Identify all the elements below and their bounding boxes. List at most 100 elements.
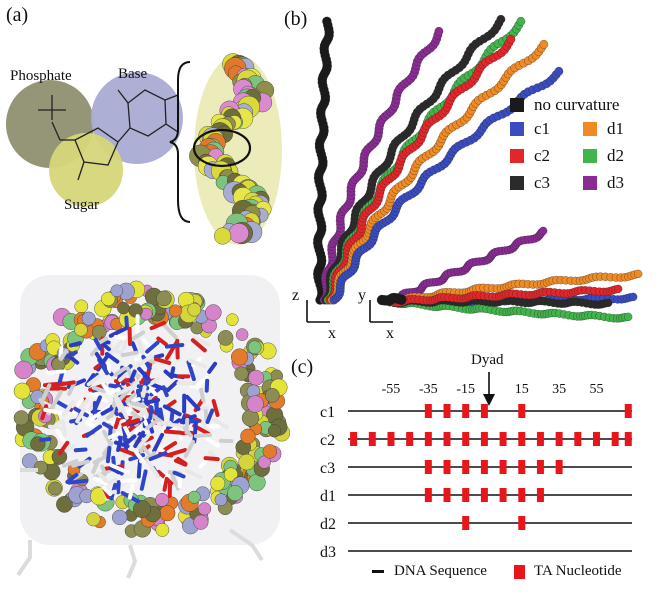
legend-label: c2 [534,146,551,165]
panel-label-b: (b) [284,8,308,30]
residue-stick [62,459,79,468]
atom-sphere [226,313,239,326]
curly-brace [169,61,191,223]
atom-sphere [240,428,256,444]
residue-stick [113,394,123,413]
space-fill-atoms [189,53,275,245]
residue-stick [203,408,209,423]
molecule-skeleton [38,89,179,181]
legend-swatch [583,176,597,190]
residue-stick [199,387,206,403]
ta-nucleotide-marker [443,488,451,502]
residue-stick [207,361,218,374]
residue-stick [211,417,229,430]
residue-stick [101,485,113,497]
legend-item-c1: c1 [510,119,550,139]
legend-swatch [510,98,524,112]
histone-tail [228,528,264,562]
sequence-row: d3 [320,544,632,561]
residue-stick [101,421,114,430]
ta-nucleotide-marker [499,488,507,502]
residue-stick [130,411,143,421]
strand-d3 [319,26,444,305]
residue-stick [162,476,169,492]
legend-swatch [510,122,524,136]
histone-tail [16,540,32,577]
residue-stick [40,383,52,402]
atom-sphere [262,444,278,459]
ta-nucleotide-marker [611,432,619,446]
residue-stick [196,375,209,387]
ta-nucleotide-marker [462,404,470,418]
atom-sphere [14,360,33,380]
legend-dna-sequence: DNA Sequence [372,563,487,580]
axis-right-x: x [386,325,394,342]
residue-stick [75,407,86,424]
atom-sphere [214,227,232,245]
legend-label: d1 [607,119,624,138]
ta-nucleotide-marker [518,432,526,446]
residue-stick [141,385,147,398]
residue-stick [192,335,211,347]
residue-stick [115,385,133,397]
residue-stick [64,443,76,453]
atom-sphere [33,460,48,475]
ta-nucleotide-marker [406,432,414,446]
ta-nucleotide-marker [462,460,470,474]
residue-stick [176,456,188,466]
residue-stick [149,320,167,331]
legend-item-d2: d2 [583,146,624,166]
residue-stick [91,385,107,394]
atom-sphere [247,340,262,355]
residue-stick [148,376,161,386]
residue-stick [108,466,121,475]
residue-stick [61,400,75,417]
residue-stick [39,437,52,442]
sequence-row: c1 [320,404,632,421]
residue-stick [121,418,141,427]
residue-stick [65,472,79,485]
sequence-row: c3 [320,460,632,477]
residue-stick [135,337,146,356]
atom-sphere [214,493,228,507]
residue-stick [141,337,151,348]
atom-sphere [228,223,249,244]
ta-nucleotide-marker [536,460,544,474]
residue-stick [127,379,140,394]
dyad-label: Dyad [471,352,504,368]
residue-stick [183,439,196,459]
residue-stick [85,413,98,425]
residue-stick [55,380,76,387]
row-label: d3 [320,544,336,561]
residue-stick [92,395,102,412]
legend-label: c3 [534,173,551,192]
residue-stick [58,348,69,361]
row-label: c2 [320,432,335,449]
residue-stick [163,441,178,452]
residue-stick [60,419,67,437]
strand-c2-lower [385,284,623,307]
residue-stick [202,422,212,434]
residue-stick [186,360,196,382]
residue-stick [47,424,66,431]
atom-sphere [223,467,238,482]
residue-stick [172,470,186,479]
atom-sphere [51,448,68,465]
residue-stick [113,334,126,340]
row-label: c3 [320,460,335,477]
residue-stick [71,459,90,468]
residue-stick [127,483,135,500]
atom-sphere [210,476,226,491]
ta-nucleotide-marker [593,432,600,446]
atom-sphere [13,410,29,426]
sequence-row: c2 [320,432,632,449]
residue-stick [109,463,130,475]
residue-stick [201,434,220,448]
legend-item-d1: d1 [583,119,624,139]
axis-right-y: y [358,287,366,304]
ta-nucleotide-marker [499,432,507,446]
sugar-label: Sugar [64,197,99,213]
residue-stick [185,394,201,411]
residue-stick [137,366,151,382]
residue-stick [113,366,127,377]
